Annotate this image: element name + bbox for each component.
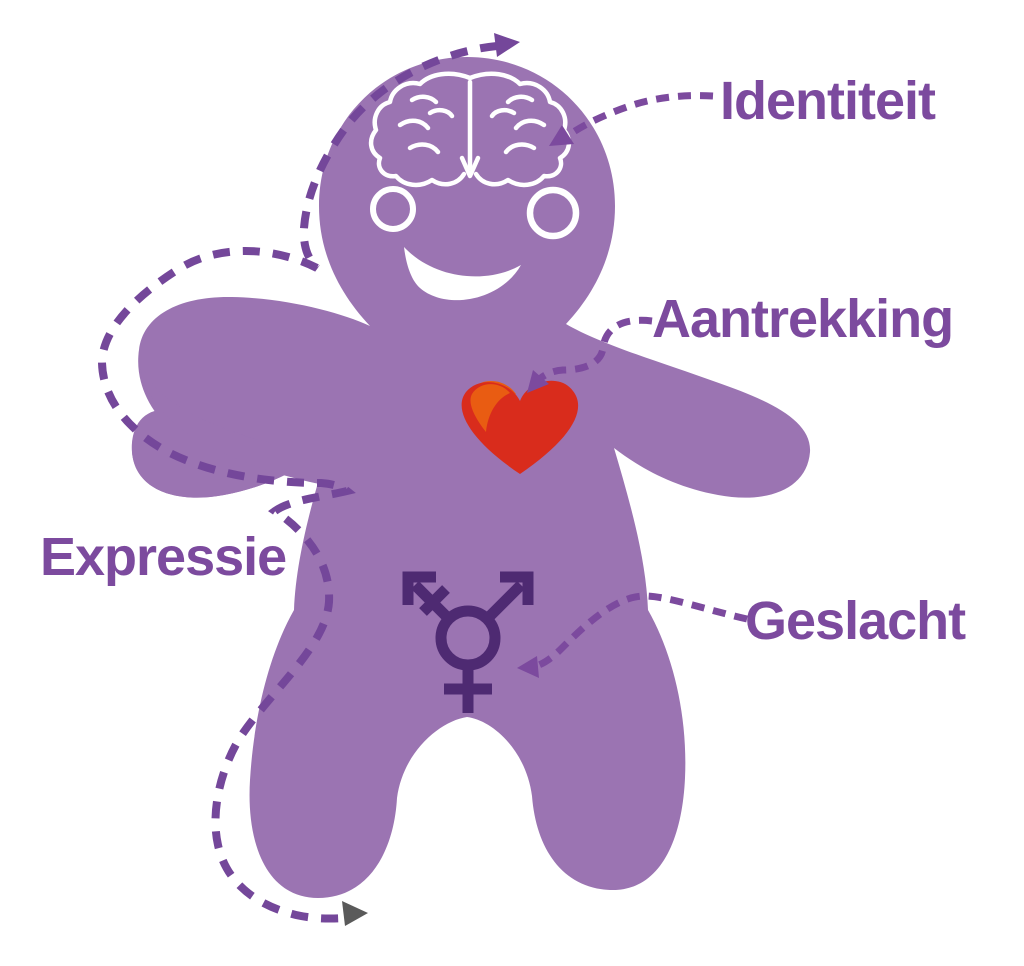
heart-icon	[461, 380, 579, 474]
face	[370, 186, 580, 301]
attraction-label: Aantrekking	[652, 289, 954, 349]
gingerbread-person-body	[131, 57, 811, 898]
right-eye	[526, 186, 580, 240]
identity-label: Identiteit	[720, 71, 936, 131]
identiteit-arrow	[549, 92, 714, 146]
geslacht-arrow	[517, 592, 748, 678]
expressie-dashed-contour	[97, 33, 520, 926]
sex-label: Geslacht	[745, 591, 966, 651]
left-eye	[370, 186, 416, 232]
transgender-symbol-icon	[402, 571, 534, 713]
brain-icon	[368, 71, 572, 188]
contour-bottom-arrowhead	[342, 901, 368, 926]
expression-label: Expressie	[40, 527, 287, 587]
aantrekking-arrow	[527, 316, 653, 393]
contour-top-arrowhead	[494, 33, 520, 57]
smile	[404, 247, 521, 301]
